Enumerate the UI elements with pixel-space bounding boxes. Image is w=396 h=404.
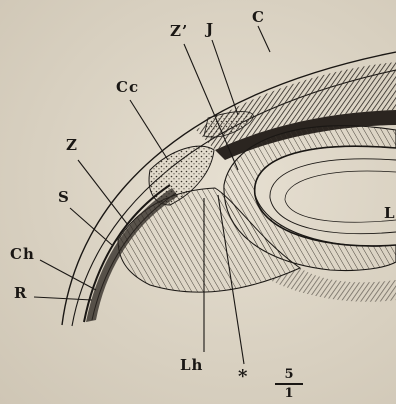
label-Lh: Lh bbox=[180, 358, 203, 373]
label-L: L bbox=[384, 206, 396, 221]
scale-denominator: 1 bbox=[278, 385, 300, 400]
label-R: R bbox=[14, 286, 27, 301]
scale-numerator: 5 bbox=[278, 368, 300, 383]
label-star: * bbox=[238, 368, 248, 386]
label-Z: Z bbox=[66, 138, 78, 153]
label-C: C bbox=[252, 10, 265, 25]
label-J: J bbox=[206, 22, 214, 37]
label-Cc: Cc bbox=[116, 80, 139, 95]
label-S: S bbox=[58, 190, 70, 205]
label-Z-prime: Z’ bbox=[170, 24, 188, 39]
scale-fraction: 5 1 bbox=[278, 368, 300, 400]
label-Ch: Ch bbox=[10, 247, 35, 262]
